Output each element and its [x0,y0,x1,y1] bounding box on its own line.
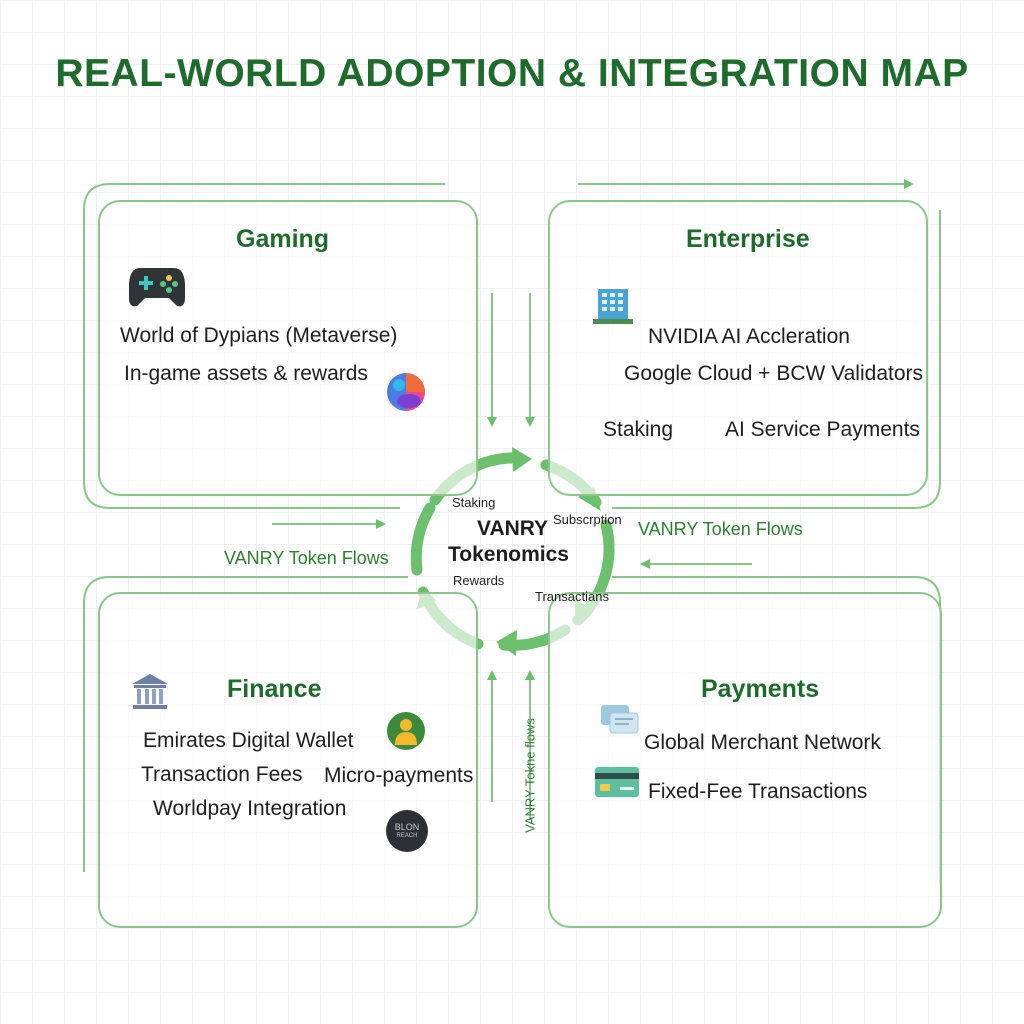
cycle-label-subscription: Subscrption [553,512,622,527]
gaming-item-in-game-assets: In-game assets & rewards [124,362,368,385]
finance-item-transaction-fees: Transaction Fees [141,763,303,786]
flow-label-left: VANRY Token Flows [224,548,389,568]
office-building-icon [593,289,633,324]
enterprise-item-ai-service-payments: AI Service Payments [725,418,920,441]
wallet-user-logo [387,712,425,750]
finance-item-worldpay: Worldpay Integration [153,797,347,820]
cycle-label-transactions: Transactians [535,589,609,604]
cycle-label-staking: Staking [452,495,496,510]
payments-title: Payments [701,675,820,703]
enterprise-panel [548,200,928,496]
payments-panel [548,592,942,928]
finance-item-emirates-wallet: Emirates Digital Wallet [143,729,354,752]
dark-logo-text-line1: BLON [394,822,420,832]
finance-title: Finance [227,675,322,703]
gaming-panel [98,200,478,496]
cycle-arrowhead-1 [512,447,532,472]
page-title: REAL-WORLD ADOPTION & INTEGRATION MAP [55,52,969,95]
enterprise-item-google-cloud: Google Cloud + BCW Validators [624,362,924,385]
colorful-orb-logo [387,373,425,411]
payments-item-global-merchant: Global Merchant Network [644,731,881,754]
enterprise-title: Enterprise [686,225,810,253]
bank-icon [132,674,168,709]
payments-item-fixed-fee: Fixed-Fee Transactions [648,780,868,803]
outer-flow-path-top-left [83,183,445,509]
finance-panel [98,592,478,928]
dark-circle-logo: BLON REACH [386,810,428,852]
enterprise-item-nvidia: NVIDIA AI Accleration [648,325,850,348]
outer-flow-path-right-top [612,210,941,509]
center-title-line2: Tokenomics [448,543,569,566]
chat-bubbles-icon [601,705,639,734]
credit-card-icon [595,767,639,797]
cycle-arrowhead-4 [496,630,517,656]
center-title-line1: VANRY [477,517,549,540]
outer-flow-path-bottom-left [83,576,408,872]
flow-label-right: VANRY Token Flows [638,519,803,539]
cycle-label-rewards: Rewards [453,573,505,588]
outer-flow-path-bottom-right [612,576,941,885]
gaming-item-world-of-dypians: World of Dypians (Metaverse) [120,324,398,347]
cycle-arrow-6 [410,502,436,576]
gamepad-icon [129,268,185,307]
flow-label-vertical: VANRY Tokne flows [522,718,538,833]
dark-logo-text-line2: REACH [396,833,418,839]
gaming-title: Gaming [236,225,330,253]
enterprise-item-staking: Staking [603,418,674,441]
finance-item-micro-payments: Micro-payments [324,764,474,787]
